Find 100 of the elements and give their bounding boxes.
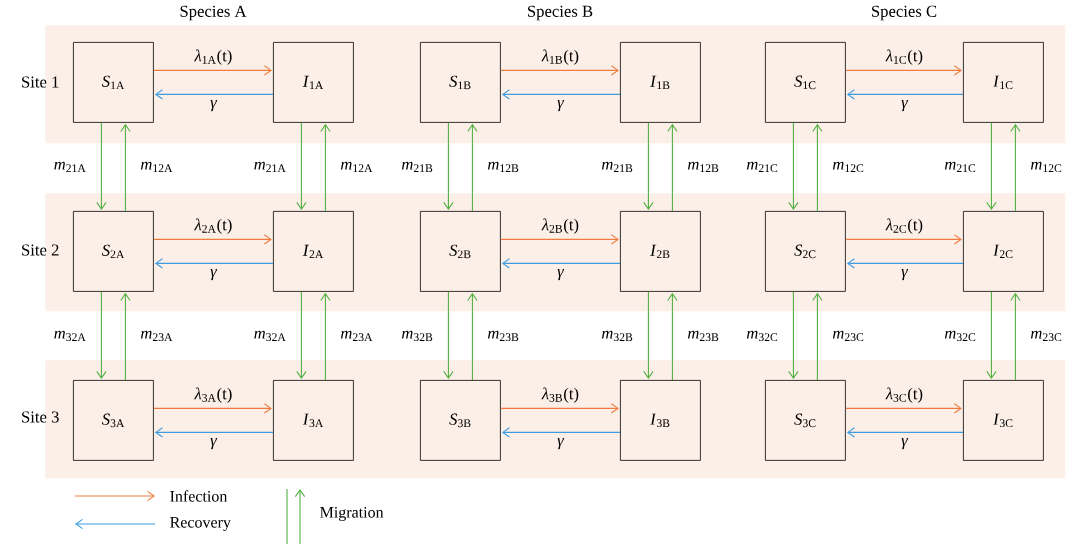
arrow xyxy=(501,258,621,269)
arrow xyxy=(846,427,964,438)
state-box: S$_{1C}$ xyxy=(765,42,846,123)
edge-label: λ$_{2A}$(t) xyxy=(194,218,232,234)
state-box: I$_{1B}$ xyxy=(620,42,701,123)
edge-label: m$_{23C}$ xyxy=(832,330,864,342)
edge-label: m$_{21C}$ xyxy=(746,161,778,173)
arrow xyxy=(812,123,823,212)
legend-text: Migration xyxy=(320,506,384,521)
arrow xyxy=(846,89,964,100)
arrow xyxy=(667,123,678,212)
edge-label: m$_{12A}$ xyxy=(140,161,173,172)
arrow xyxy=(1010,123,1021,212)
edge-label: λ$_{3A}$(t) xyxy=(194,387,232,403)
state-box: I$_{3C}$ xyxy=(963,380,1044,461)
row-label: Site 3 xyxy=(22,411,59,423)
column-heading: Species C xyxy=(872,5,937,21)
column-heading: Species A xyxy=(180,5,247,21)
state-box: S$_{2C}$ xyxy=(765,211,846,292)
state-box: S$_{3A}$ xyxy=(73,380,154,461)
arrow xyxy=(120,292,131,381)
edge-label: m$_{12A}$ xyxy=(340,161,373,172)
edge-label: m$_{23A}$ xyxy=(340,330,373,342)
edge-label: m$_{12C}$ xyxy=(832,161,864,173)
column-heading: Species B xyxy=(528,5,593,21)
state-box: I$_{1C}$ xyxy=(963,42,1044,123)
arrow xyxy=(845,234,962,245)
edge-label: λ$_{2B}$(t) xyxy=(541,218,579,234)
arrow xyxy=(154,89,274,100)
arrow xyxy=(153,234,272,245)
edge-label: m$_{12B}$ xyxy=(687,161,719,173)
arrow xyxy=(296,122,307,210)
state-box: I$_{3A}$ xyxy=(273,380,354,461)
state-box: I$_{2A}$ xyxy=(273,211,354,292)
row-label: Site 1 xyxy=(22,76,59,88)
arrow xyxy=(443,291,454,379)
arrow xyxy=(788,122,799,210)
arrow xyxy=(643,291,654,379)
edge-label: m$_{21A}$ xyxy=(54,161,86,172)
edge-label: γ xyxy=(210,438,218,450)
arrow xyxy=(154,427,274,438)
arrow xyxy=(501,427,621,438)
state-box: I$_{2C}$ xyxy=(963,211,1044,292)
state-box: I$_{1A}$ xyxy=(273,42,354,123)
edge-label: γ xyxy=(901,269,909,281)
state-box: S$_{3C}$ xyxy=(765,380,846,461)
edge-label: λ$_{1A}$(t) xyxy=(194,49,232,65)
edge-label: m$_{12C}$ xyxy=(1030,161,1062,173)
edge-label: λ$_{1B}$(t) xyxy=(541,49,579,65)
arrow xyxy=(501,89,621,100)
edge-label: γ xyxy=(901,438,909,450)
edge-label: m$_{32A}$ xyxy=(254,330,286,342)
edge-label: λ$_{2C}$(t) xyxy=(885,218,923,234)
arrow xyxy=(154,258,274,269)
edge-label: m$_{32A}$ xyxy=(54,330,86,342)
arrow xyxy=(467,292,478,381)
arrow xyxy=(296,291,307,379)
state-box: S$_{1B}$ xyxy=(420,42,501,123)
edge-label: m$_{32C}$ xyxy=(944,330,976,342)
edge-label: m$_{23B}$ xyxy=(487,330,519,342)
edge-label: m$_{21B}$ xyxy=(601,161,633,173)
arrow xyxy=(120,123,131,212)
state-box: I$_{2B}$ xyxy=(620,211,701,292)
edge-label: m$_{23B}$ xyxy=(687,330,719,342)
edge-label: λ$_{3B}$(t) xyxy=(541,387,579,403)
edge-label: m$_{32C}$ xyxy=(746,330,778,342)
arrow xyxy=(320,123,331,212)
arrow xyxy=(153,65,272,76)
edge-label: m$_{12B}$ xyxy=(487,161,519,173)
edge-label: m$_{32B}$ xyxy=(601,330,633,342)
edge-label: γ xyxy=(901,100,909,112)
arrow xyxy=(845,403,962,414)
arrow xyxy=(467,123,478,212)
edge-label: γ xyxy=(557,269,565,281)
legend-text: Infection xyxy=(170,490,228,502)
arrow xyxy=(96,122,107,210)
arrow xyxy=(643,122,654,210)
arrow xyxy=(320,292,331,381)
arrow xyxy=(96,291,107,379)
edge-label: m$_{23C}$ xyxy=(1030,330,1062,342)
arrow xyxy=(1010,292,1021,381)
edge-label: γ xyxy=(557,438,565,450)
state-box: S$_{3B}$ xyxy=(420,380,501,461)
legend-text: Recovery xyxy=(170,517,231,531)
arrow xyxy=(812,292,823,381)
arrow xyxy=(986,291,997,379)
arrow xyxy=(500,403,619,414)
state-box: S$_{1A}$ xyxy=(73,42,154,123)
edge-label: m$_{21B}$ xyxy=(401,161,433,173)
edge-label: γ xyxy=(557,100,565,112)
edge-label: m$_{32B}$ xyxy=(401,330,433,342)
edge-label: γ xyxy=(210,100,218,112)
edge-label: m$_{21C}$ xyxy=(944,161,976,173)
arrow xyxy=(500,234,619,245)
edge-label: λ$_{3C}$(t) xyxy=(885,387,923,403)
arrow xyxy=(500,65,619,76)
edge-label: m$_{23A}$ xyxy=(140,330,173,342)
arrow xyxy=(153,403,272,414)
state-box: S$_{2A}$ xyxy=(73,211,154,292)
edge-label: λ$_{1C}$(t) xyxy=(885,49,923,65)
